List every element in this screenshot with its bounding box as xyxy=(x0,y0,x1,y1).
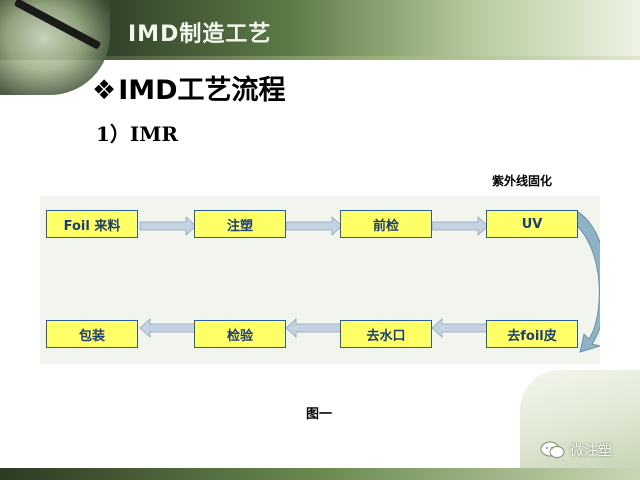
arrow-degate-to-inspect xyxy=(285,318,343,338)
step-injection-molding: 注塑 xyxy=(194,210,286,238)
section-title-text: IMD工艺流程 xyxy=(118,75,286,106)
section-title: ❖IMD工艺流程 xyxy=(92,68,286,107)
header-title: IMD制造工艺 xyxy=(128,22,272,47)
arrow-inspect-to-pack xyxy=(139,318,197,338)
flow-arrows xyxy=(139,211,600,353)
step-remove-foil: 去foil皮 xyxy=(486,320,578,348)
decorative-books xyxy=(520,370,640,480)
step-pre-inspection: 前检 xyxy=(340,210,432,238)
arrow-foil-to-molding xyxy=(139,216,197,236)
return-arrow xyxy=(569,211,600,353)
figure-caption: 图一 xyxy=(306,407,333,422)
wechat-icon xyxy=(540,441,565,458)
step-inspection: 检验 xyxy=(194,320,286,348)
subsection-title: 1）IMR xyxy=(96,122,179,146)
step-uv: UV xyxy=(486,210,578,238)
watermark: 微注塑 xyxy=(540,440,612,460)
step-degating: 去水口 xyxy=(340,320,432,348)
arrow-defoil-to-degate xyxy=(431,318,489,338)
step-foil-incoming: Foil 来料 xyxy=(46,210,138,238)
diamond-bullet-icon: ❖ xyxy=(92,75,117,106)
watermark-text: 微注塑 xyxy=(570,443,612,459)
bottom-band xyxy=(0,468,640,480)
process-flow-diagram: Foil 来料 注塑 前检 UV 包装 检验 去水口 去foil皮 xyxy=(40,196,600,364)
uv-cure-label: 紫外线固化 xyxy=(492,174,553,188)
step-packaging: 包装 xyxy=(46,320,138,348)
arrow-precheck-to-uv xyxy=(431,216,489,236)
arrow-molding-to-precheck xyxy=(285,216,343,236)
